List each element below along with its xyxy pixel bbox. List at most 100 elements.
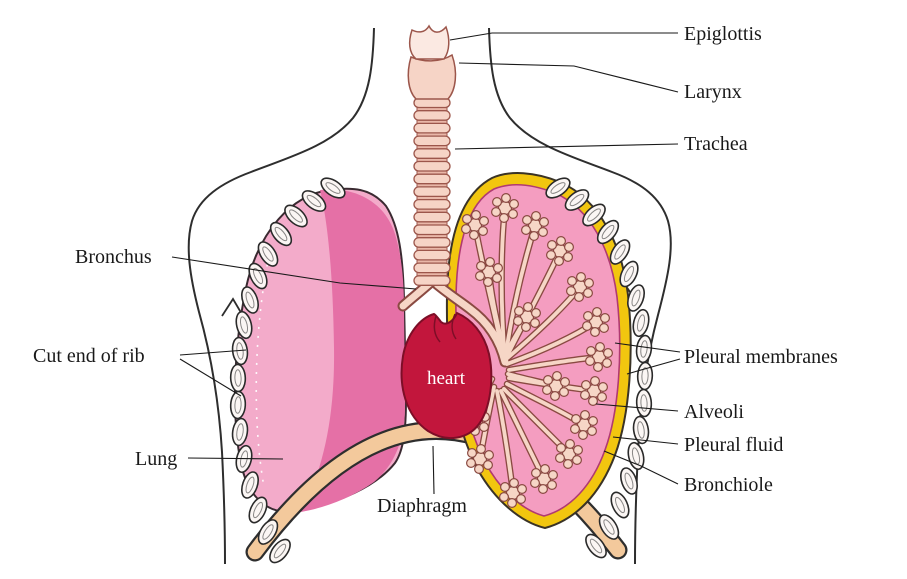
trachea-ring (413, 173, 451, 185)
leader-bronchus (171, 256, 417, 290)
trachea-ring (413, 249, 451, 261)
rib-link-hole (623, 265, 635, 283)
annotations: Epiglottis Larynx Trachea Bronchus Cut e… (33, 23, 838, 517)
trachea-ring (413, 224, 451, 236)
leader-pleural-membranes-upper (614, 342, 681, 353)
trachea-ring (413, 110, 451, 121)
rib-link-hole (631, 447, 641, 465)
label-epiglottis: Epiglottis (684, 23, 762, 45)
rib-link-hole (550, 182, 566, 194)
rib-link (585, 533, 607, 559)
trachea-rings (413, 97, 451, 286)
label-diaphragm: Diaphragm (377, 495, 467, 517)
rib-link-hole (239, 316, 249, 334)
leader-alveoli (595, 403, 679, 412)
leader-cut-rib-lower (179, 358, 242, 397)
rib-link-hole (587, 208, 601, 222)
rib-link-hole (273, 543, 287, 559)
rib-link (229, 363, 247, 393)
torso-outline-left (187, 27, 375, 565)
rib-link (596, 219, 620, 245)
rib-link-hole (641, 367, 649, 385)
left-lung-group (233, 187, 408, 513)
leader-pleural-membranes-lower (626, 358, 681, 375)
rib-link-hole (236, 423, 244, 441)
rib-link-hole (624, 472, 634, 490)
label-bronchus: Bronchus (75, 246, 152, 268)
leader-pleural-fluid (612, 436, 679, 445)
label-bronchiole: Bronchiole (684, 474, 773, 496)
trachea-ring (413, 198, 451, 210)
trachea-ring (413, 122, 451, 134)
rib-link (632, 308, 650, 338)
rib-link (627, 441, 645, 471)
label-alveoli: Alveoli (684, 401, 744, 423)
trachea-ring (413, 160, 451, 172)
trachea-ring (413, 186, 451, 198)
left-lung-shade (301, 189, 406, 512)
leader-lung (187, 457, 284, 460)
leader-epiglottis (449, 32, 678, 41)
heart-shape (400, 311, 493, 440)
rib-link-hole (614, 244, 626, 260)
rib-link-hole (569, 193, 585, 207)
rib-link-hole (636, 314, 646, 332)
rib-link (301, 190, 327, 212)
trachea-ring (413, 262, 451, 274)
rib-link-hole (289, 209, 303, 223)
trachea-ring (413, 211, 451, 223)
rib-link (235, 310, 253, 340)
rib-link-hole (589, 538, 603, 554)
rib-link-hole (253, 501, 263, 519)
airway-group (397, 24, 457, 312)
rib-link (582, 203, 606, 227)
heart-detail-lines (433, 313, 457, 343)
rib-link (284, 204, 308, 228)
rib-link-hole (631, 289, 641, 307)
right-bronchus (429, 277, 509, 366)
label-pleural-fluid: Pleural fluid (684, 434, 783, 456)
trachea-ring (413, 148, 451, 159)
rib-link-hole (640, 394, 648, 412)
right-lung-group (427, 172, 632, 530)
leader-cut-rib-upper (179, 349, 247, 356)
rib-chain-left (229, 177, 346, 564)
leader-larynx (458, 62, 679, 93)
rib-link-hole (637, 421, 645, 439)
arrow-mark-left (221, 297, 244, 317)
heart-group: heart (400, 311, 493, 440)
label-pleural-membranes: Pleural membranes (684, 346, 838, 368)
rib-link (231, 417, 249, 447)
rib-link-hole (262, 246, 274, 262)
rib-link (564, 189, 590, 211)
rib-chain-right (545, 177, 654, 559)
rib-link-hole (640, 340, 648, 358)
rib-link-hole (245, 291, 255, 309)
rib-link (610, 491, 630, 519)
rib-link (269, 538, 291, 564)
rib-link-hole (325, 182, 341, 194)
rib-link-hole (306, 194, 322, 208)
trachea-ring (413, 237, 451, 248)
label-trachea: Trachea (684, 133, 748, 155)
epiglottis-shape (408, 24, 450, 60)
rib-link-hole (615, 496, 625, 514)
rib-link-hole (274, 226, 288, 242)
rib-link (635, 388, 653, 418)
label-cut-end-of-rib: Cut end of rib (33, 345, 145, 367)
label-larynx: Larynx (684, 81, 742, 103)
trachea-ring (413, 135, 451, 147)
trachea-ring (413, 275, 451, 286)
heart-label: heart (427, 368, 466, 389)
label-lung: Lung (135, 448, 177, 470)
larynx-shape (407, 53, 457, 100)
rib-link (229, 390, 247, 420)
rib-link-hole (601, 224, 615, 240)
rib-link-hole (245, 476, 255, 494)
leader-trachea (454, 143, 679, 150)
rib-link-hole (252, 267, 264, 285)
rib-link-hole (262, 524, 274, 540)
rib-link (269, 221, 293, 247)
